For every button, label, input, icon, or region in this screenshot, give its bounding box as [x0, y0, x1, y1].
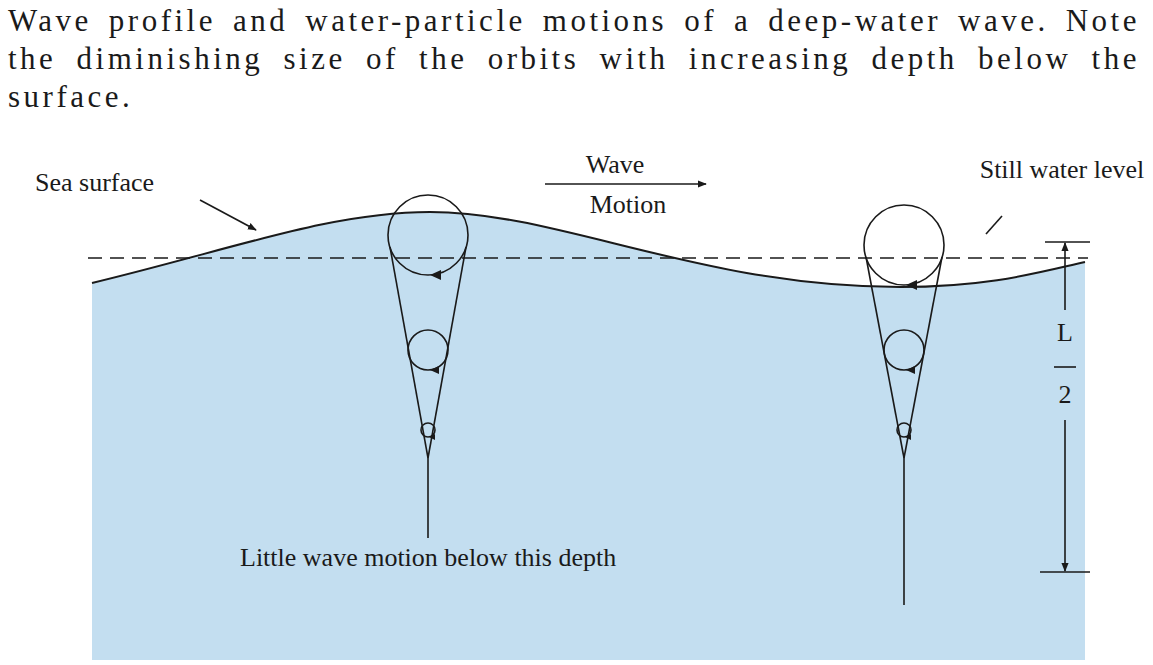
- depth-note: Little wave motion below this depth: [240, 543, 880, 572]
- axis-line: [427, 458, 429, 538]
- orbit-circle: [388, 195, 468, 275]
- dimension-line: [1064, 243, 1066, 310]
- wave-direction-arrow: [545, 183, 706, 185]
- orbit-circle: [408, 330, 448, 370]
- orbit-circle: [864, 205, 944, 285]
- orbit-arrows: [429, 270, 917, 440]
- leader-line: [200, 200, 256, 230]
- orbit-arrowhead: [906, 280, 917, 290]
- fraction-bar: [1054, 366, 1076, 368]
- water-body: [92, 212, 1085, 660]
- orbit-arrowhead: [430, 270, 441, 280]
- orbit-column: [864, 205, 944, 605]
- tangent-line: [390, 247, 428, 458]
- tangent-line: [428, 247, 466, 458]
- sea-surface-line: [92, 212, 1085, 287]
- orbit-arrowhead: [906, 366, 915, 374]
- tangent-line: [866, 257, 904, 458]
- dimension-line: [1064, 420, 1066, 571]
- leader-line: [986, 216, 1002, 234]
- water-level-label: Still water level: [977, 155, 1147, 184]
- orbit-column: [388, 195, 468, 538]
- dimension-label: L: [1054, 318, 1076, 347]
- axis-line: [903, 458, 905, 605]
- dimension-label: 2: [1056, 380, 1075, 409]
- still-water-line: [88, 257, 1088, 259]
- depth-dimension: [1040, 242, 1090, 572]
- direction-label: Wave: [555, 150, 675, 179]
- orbit-arrowhead: [429, 434, 435, 440]
- dimension-tick: [1045, 241, 1090, 243]
- orbit-arrowhead: [905, 434, 911, 440]
- orbit-circle: [884, 330, 924, 370]
- direction-label: Motion: [563, 190, 693, 219]
- tangent-line: [904, 257, 942, 458]
- dimension-tick: [1040, 571, 1090, 573]
- figure-caption: Wave profile and water-particle motions …: [8, 2, 1140, 116]
- orbit-arrowhead: [430, 366, 439, 374]
- surface-label: Sea surface: [35, 168, 235, 197]
